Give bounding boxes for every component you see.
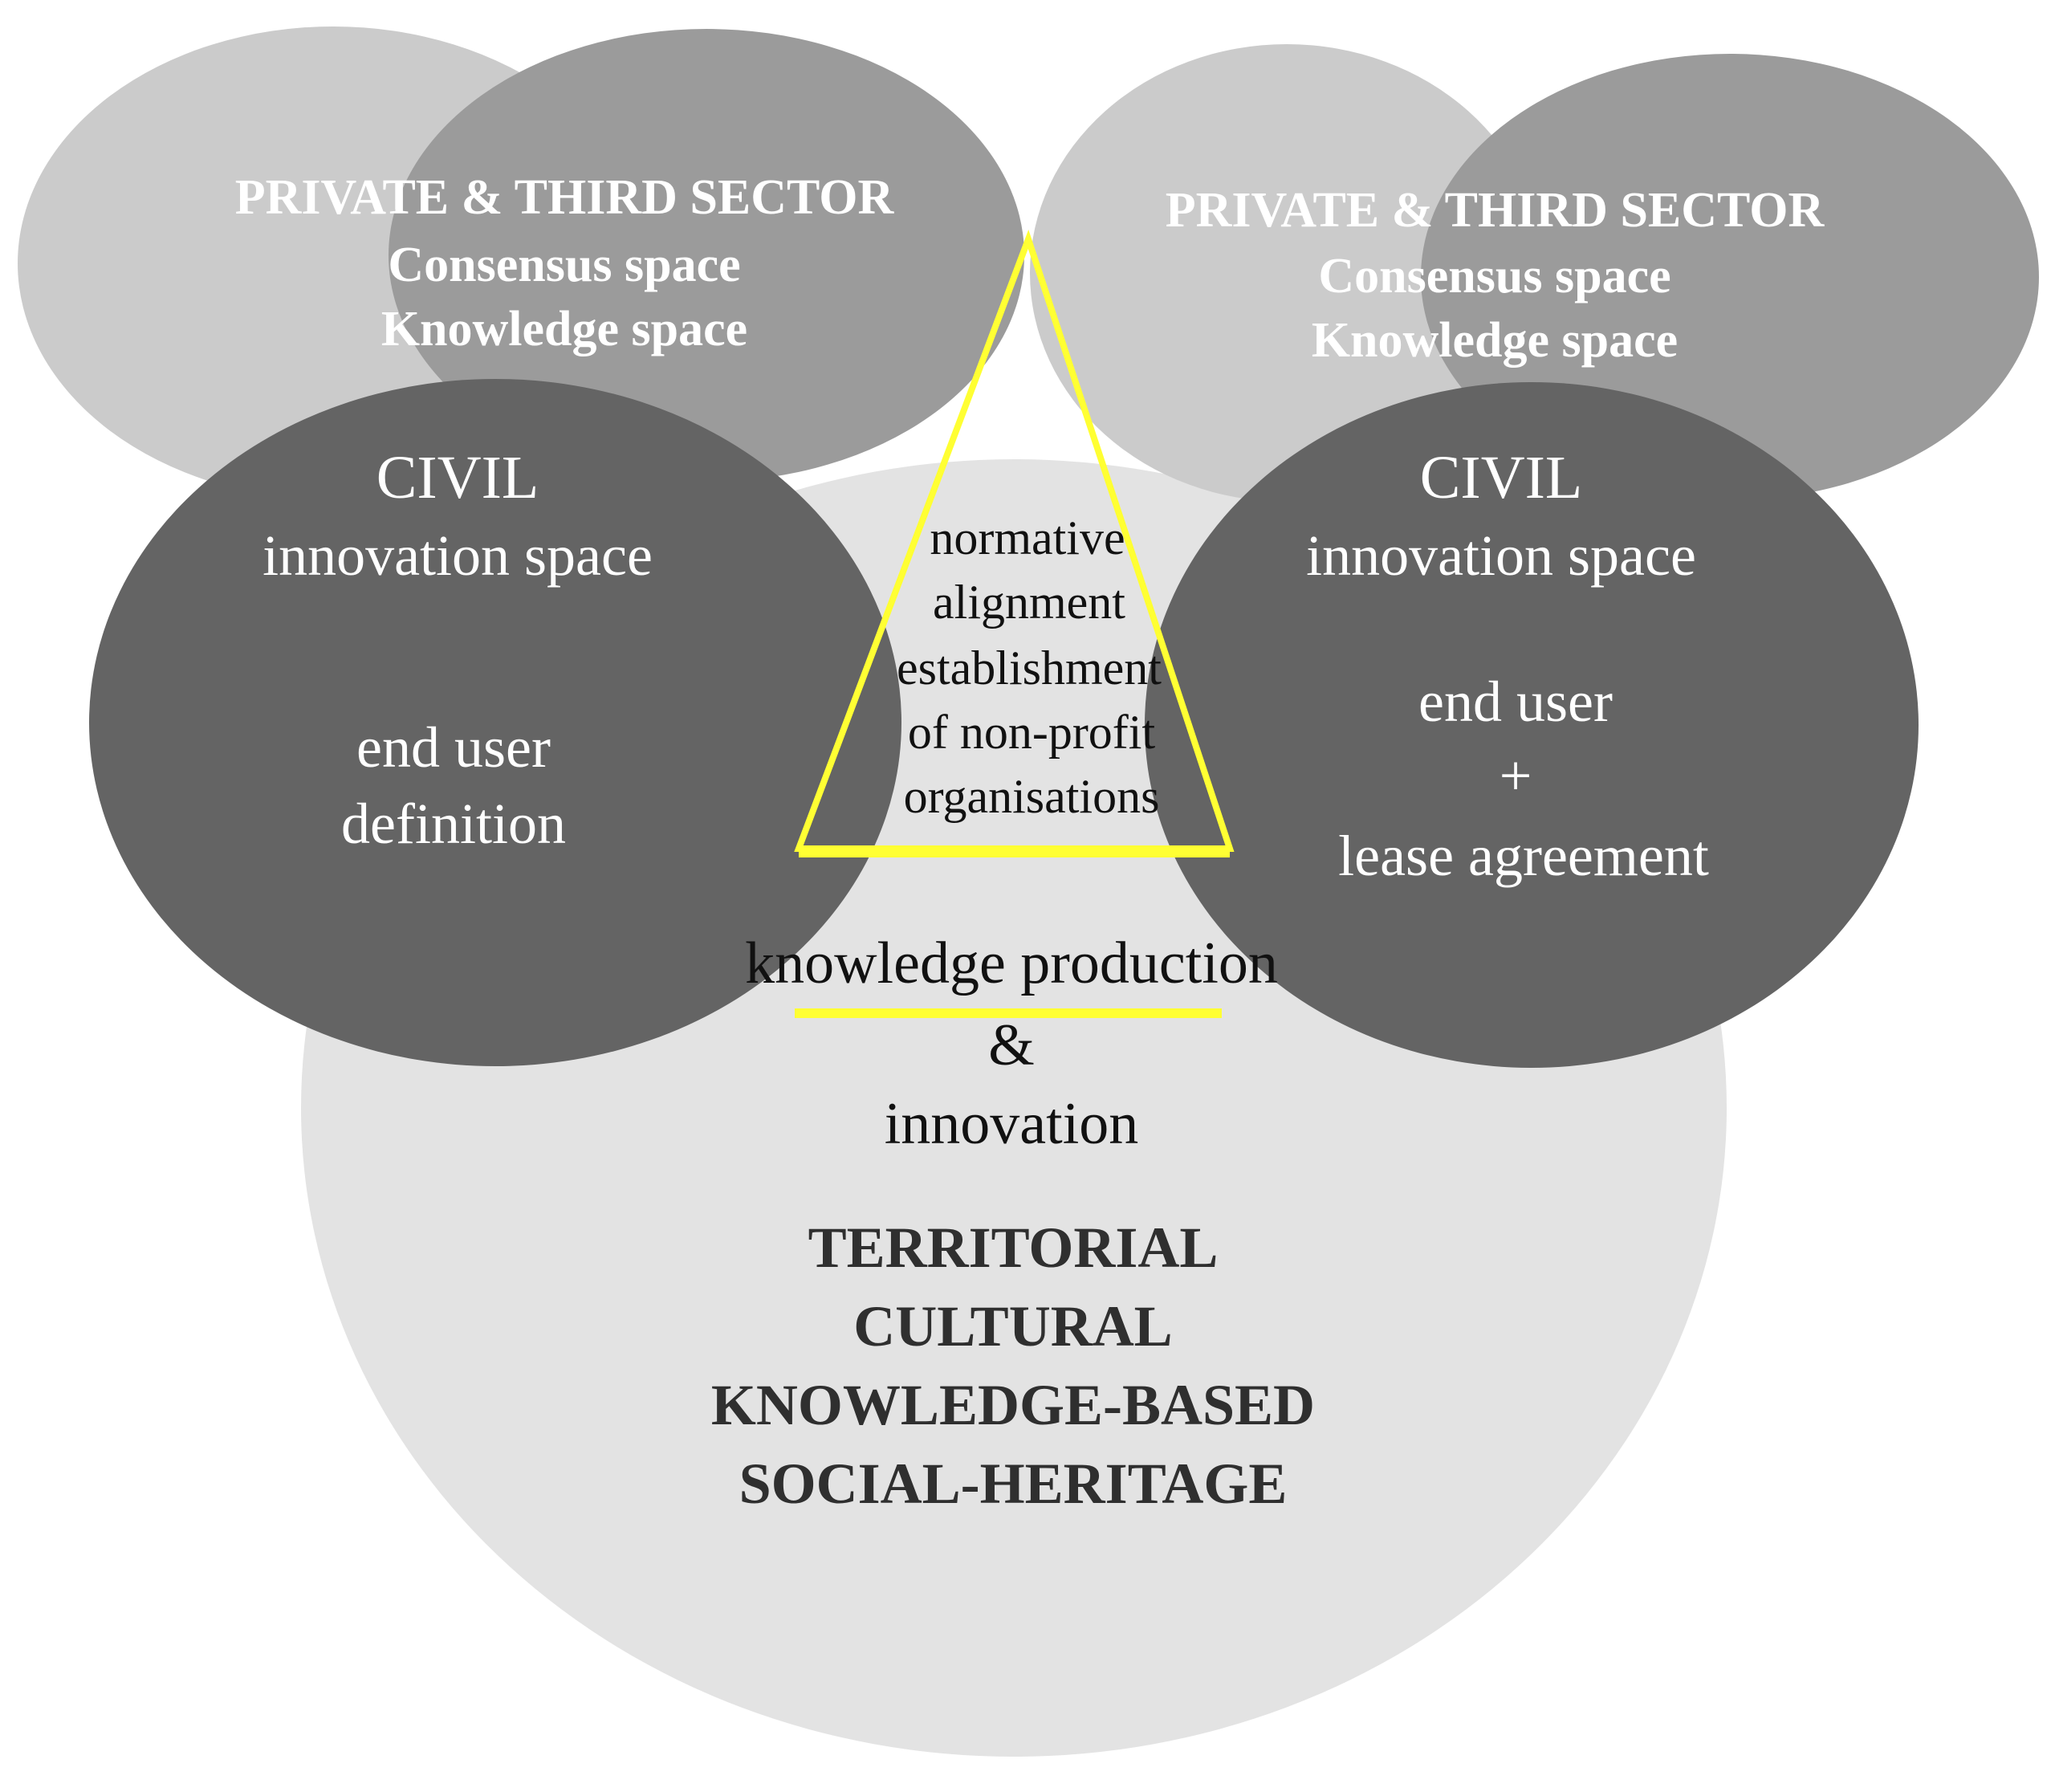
left-civil-subtitle: innovation space (262, 523, 653, 588)
center-line-3: innovation (885, 1091, 1139, 1157)
right-private-title: PRIVATE & THIRD SECTOR (1166, 183, 1825, 238)
left-civil-title: CIVIL (376, 444, 539, 511)
left-private-knowledge: Knowledge space (381, 302, 747, 356)
right-private-consensus: Consensus space (1318, 249, 1670, 303)
center-line-2: & (988, 1012, 1035, 1078)
right-civil-detail-2: + (1500, 743, 1532, 808)
triangle-line-2: alignment (933, 576, 1125, 629)
heritage-line-3: KNOWLEDGE-BASED (711, 1373, 1315, 1437)
triangle-line-1: normative (930, 511, 1125, 564)
right-civil-ellipse (1145, 382, 1919, 1068)
heritage-line-1: TERRITORIAL (808, 1216, 1219, 1280)
triangle-line-3: establishment (897, 641, 1162, 694)
left-civil-detail-1: end user (356, 715, 551, 780)
right-civil-detail-3: lease agreement (1338, 824, 1709, 888)
right-civil-title: CIVIL (1420, 444, 1583, 511)
left-private-ellipse-front (389, 29, 1024, 482)
right-civil-detail-1: end user (1418, 670, 1613, 734)
left-private-title: PRIVATE & THIRD SECTOR (235, 170, 895, 225)
center-line-1: knowledge production (745, 931, 1278, 996)
left-civil-ellipse (89, 379, 901, 1066)
right-private-ellipse-back (1030, 44, 1544, 502)
triangle-line-4: of non-profit (908, 706, 1156, 759)
heritage-line-2: CULTURAL (853, 1294, 1172, 1358)
right-civil-subtitle: innovation space (1306, 523, 1696, 588)
triangle-line-5: organisations (904, 770, 1160, 823)
left-civil-detail-2: definition (341, 792, 566, 856)
left-private-consensus: Consensus space (388, 238, 740, 292)
right-private-knowledge: Knowledge space (1312, 313, 1678, 368)
normative-triangle (794, 230, 1235, 852)
heritage-line-4: SOCIAL-HERITAGE (739, 1452, 1288, 1516)
